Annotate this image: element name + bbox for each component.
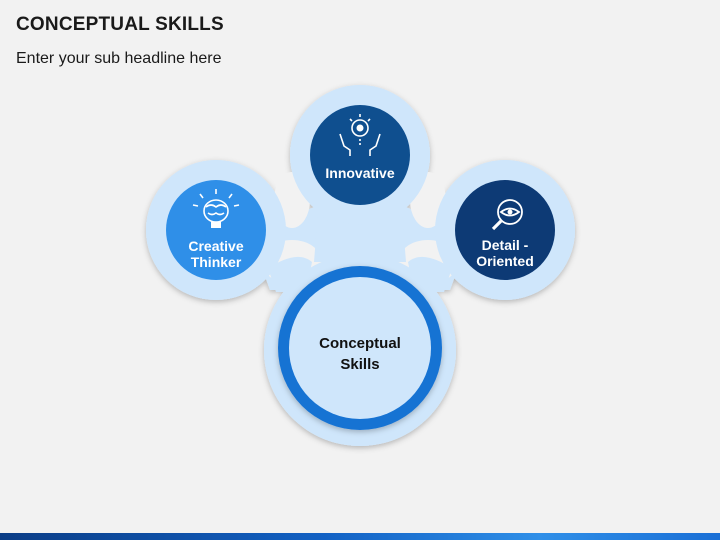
center-label: Conceptual Skills (300, 333, 420, 375)
bottom-accent-bar (0, 533, 720, 540)
creative-thinker-label: Creative Thinker (166, 238, 266, 270)
eye-magnifier-icon (491, 199, 523, 231)
detail-oriented-line2: Oriented (476, 253, 534, 269)
innovative-node (310, 105, 410, 205)
detail-oriented-line1: Detail - (481, 237, 529, 253)
creative-thinker-line2: Thinker (190, 254, 242, 270)
center-node (278, 266, 442, 430)
center-line1: Conceptual (319, 335, 401, 352)
center-line2: Skills (340, 356, 380, 373)
detail-oriented-label: Detail - Oriented (455, 237, 555, 269)
detail-oriented-node (455, 180, 555, 280)
creative-thinker-line1: Creative (188, 238, 244, 254)
brain-lightbulb-icon (192, 189, 240, 228)
innovative-label: Innovative (325, 165, 395, 181)
hands-lightbulb-gear-icon (339, 114, 381, 156)
page-title: CONCEPTUAL SKILLS (16, 14, 224, 35)
page-subtitle: Enter your sub headline here (16, 50, 222, 67)
creative-thinker-node (166, 180, 266, 280)
